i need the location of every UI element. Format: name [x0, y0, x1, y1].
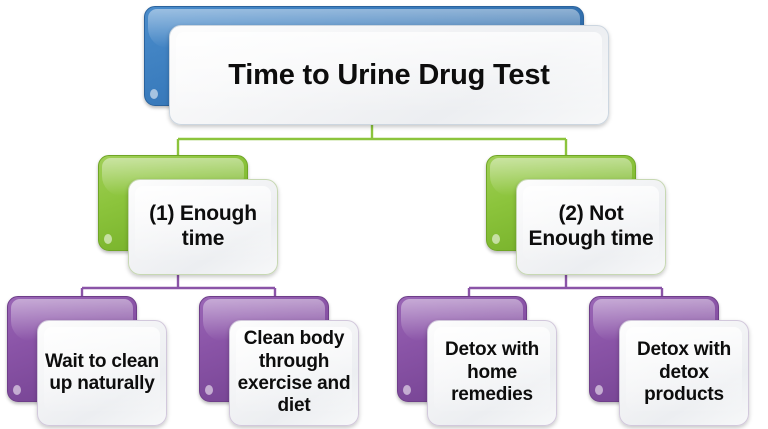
node-branch-2-card: (2) Not Enough time — [516, 179, 666, 275]
node-root-card: Time to Urine Drug Test — [169, 25, 609, 125]
node-leaf-3-label: Detox with home remedies — [444, 339, 540, 406]
node-branch-1-card: (1) Enough time — [128, 179, 278, 275]
node-leaf-3-card: Detox with home remedies — [427, 320, 557, 426]
node-leaf-4-label: Detox with detox products — [636, 339, 732, 406]
node-branch-1-label: (1) Enough time — [149, 202, 257, 250]
node-leaf-1-label: Wait to clean up naturally — [45, 350, 159, 394]
node-root-label: Time to Urine Drug Test — [228, 58, 550, 91]
node-leaf-2-card: Clean body through exercise and diet — [229, 320, 359, 426]
node-leaf-4-card: Detox with detox products — [619, 320, 749, 426]
connector-root-to-level2 — [176, 120, 568, 157]
node-leaf-1-card: Wait to clean up naturally — [37, 320, 167, 426]
node-branch-2-label: (2) Not Enough time — [528, 202, 654, 250]
node-leaf-2-label: Clean body through exercise and diet — [237, 328, 351, 417]
